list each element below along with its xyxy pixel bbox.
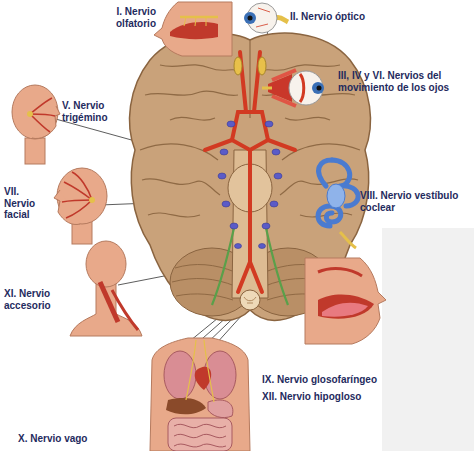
nerve-label: XII. Nervio hipogloso (262, 391, 462, 403)
neck-shoulders (70, 241, 142, 336)
olfactory-head (154, 2, 232, 56)
trigeminal-head (12, 85, 60, 164)
nerve-label: VII. Nervio facial (4, 186, 46, 221)
nerve-label: VIII. Nervio vestíbulo coclear (360, 190, 470, 213)
nerve-label: I. Nervio olfatorio (104, 6, 156, 29)
nerve-label: IX. Nervio glosofaríngeo (262, 374, 462, 386)
nerve-label: V. Nervio trigémino (62, 100, 122, 123)
facial-head (54, 168, 107, 244)
nerve-label: III, IV y VI. Nervios del movimiento de … (338, 70, 470, 93)
inner-ear (318, 160, 358, 248)
nerve-label: X. Nervio vago (18, 433, 138, 445)
nerve-label: II. Nervio óptico (290, 11, 440, 23)
torso-organs (150, 338, 250, 451)
eye-muscles (262, 70, 324, 106)
background-panel (382, 228, 474, 451)
optic-eye (244, 3, 288, 33)
mouth-tongue (305, 258, 386, 344)
nerve-label: XI. Nervio accesorio (4, 288, 66, 311)
